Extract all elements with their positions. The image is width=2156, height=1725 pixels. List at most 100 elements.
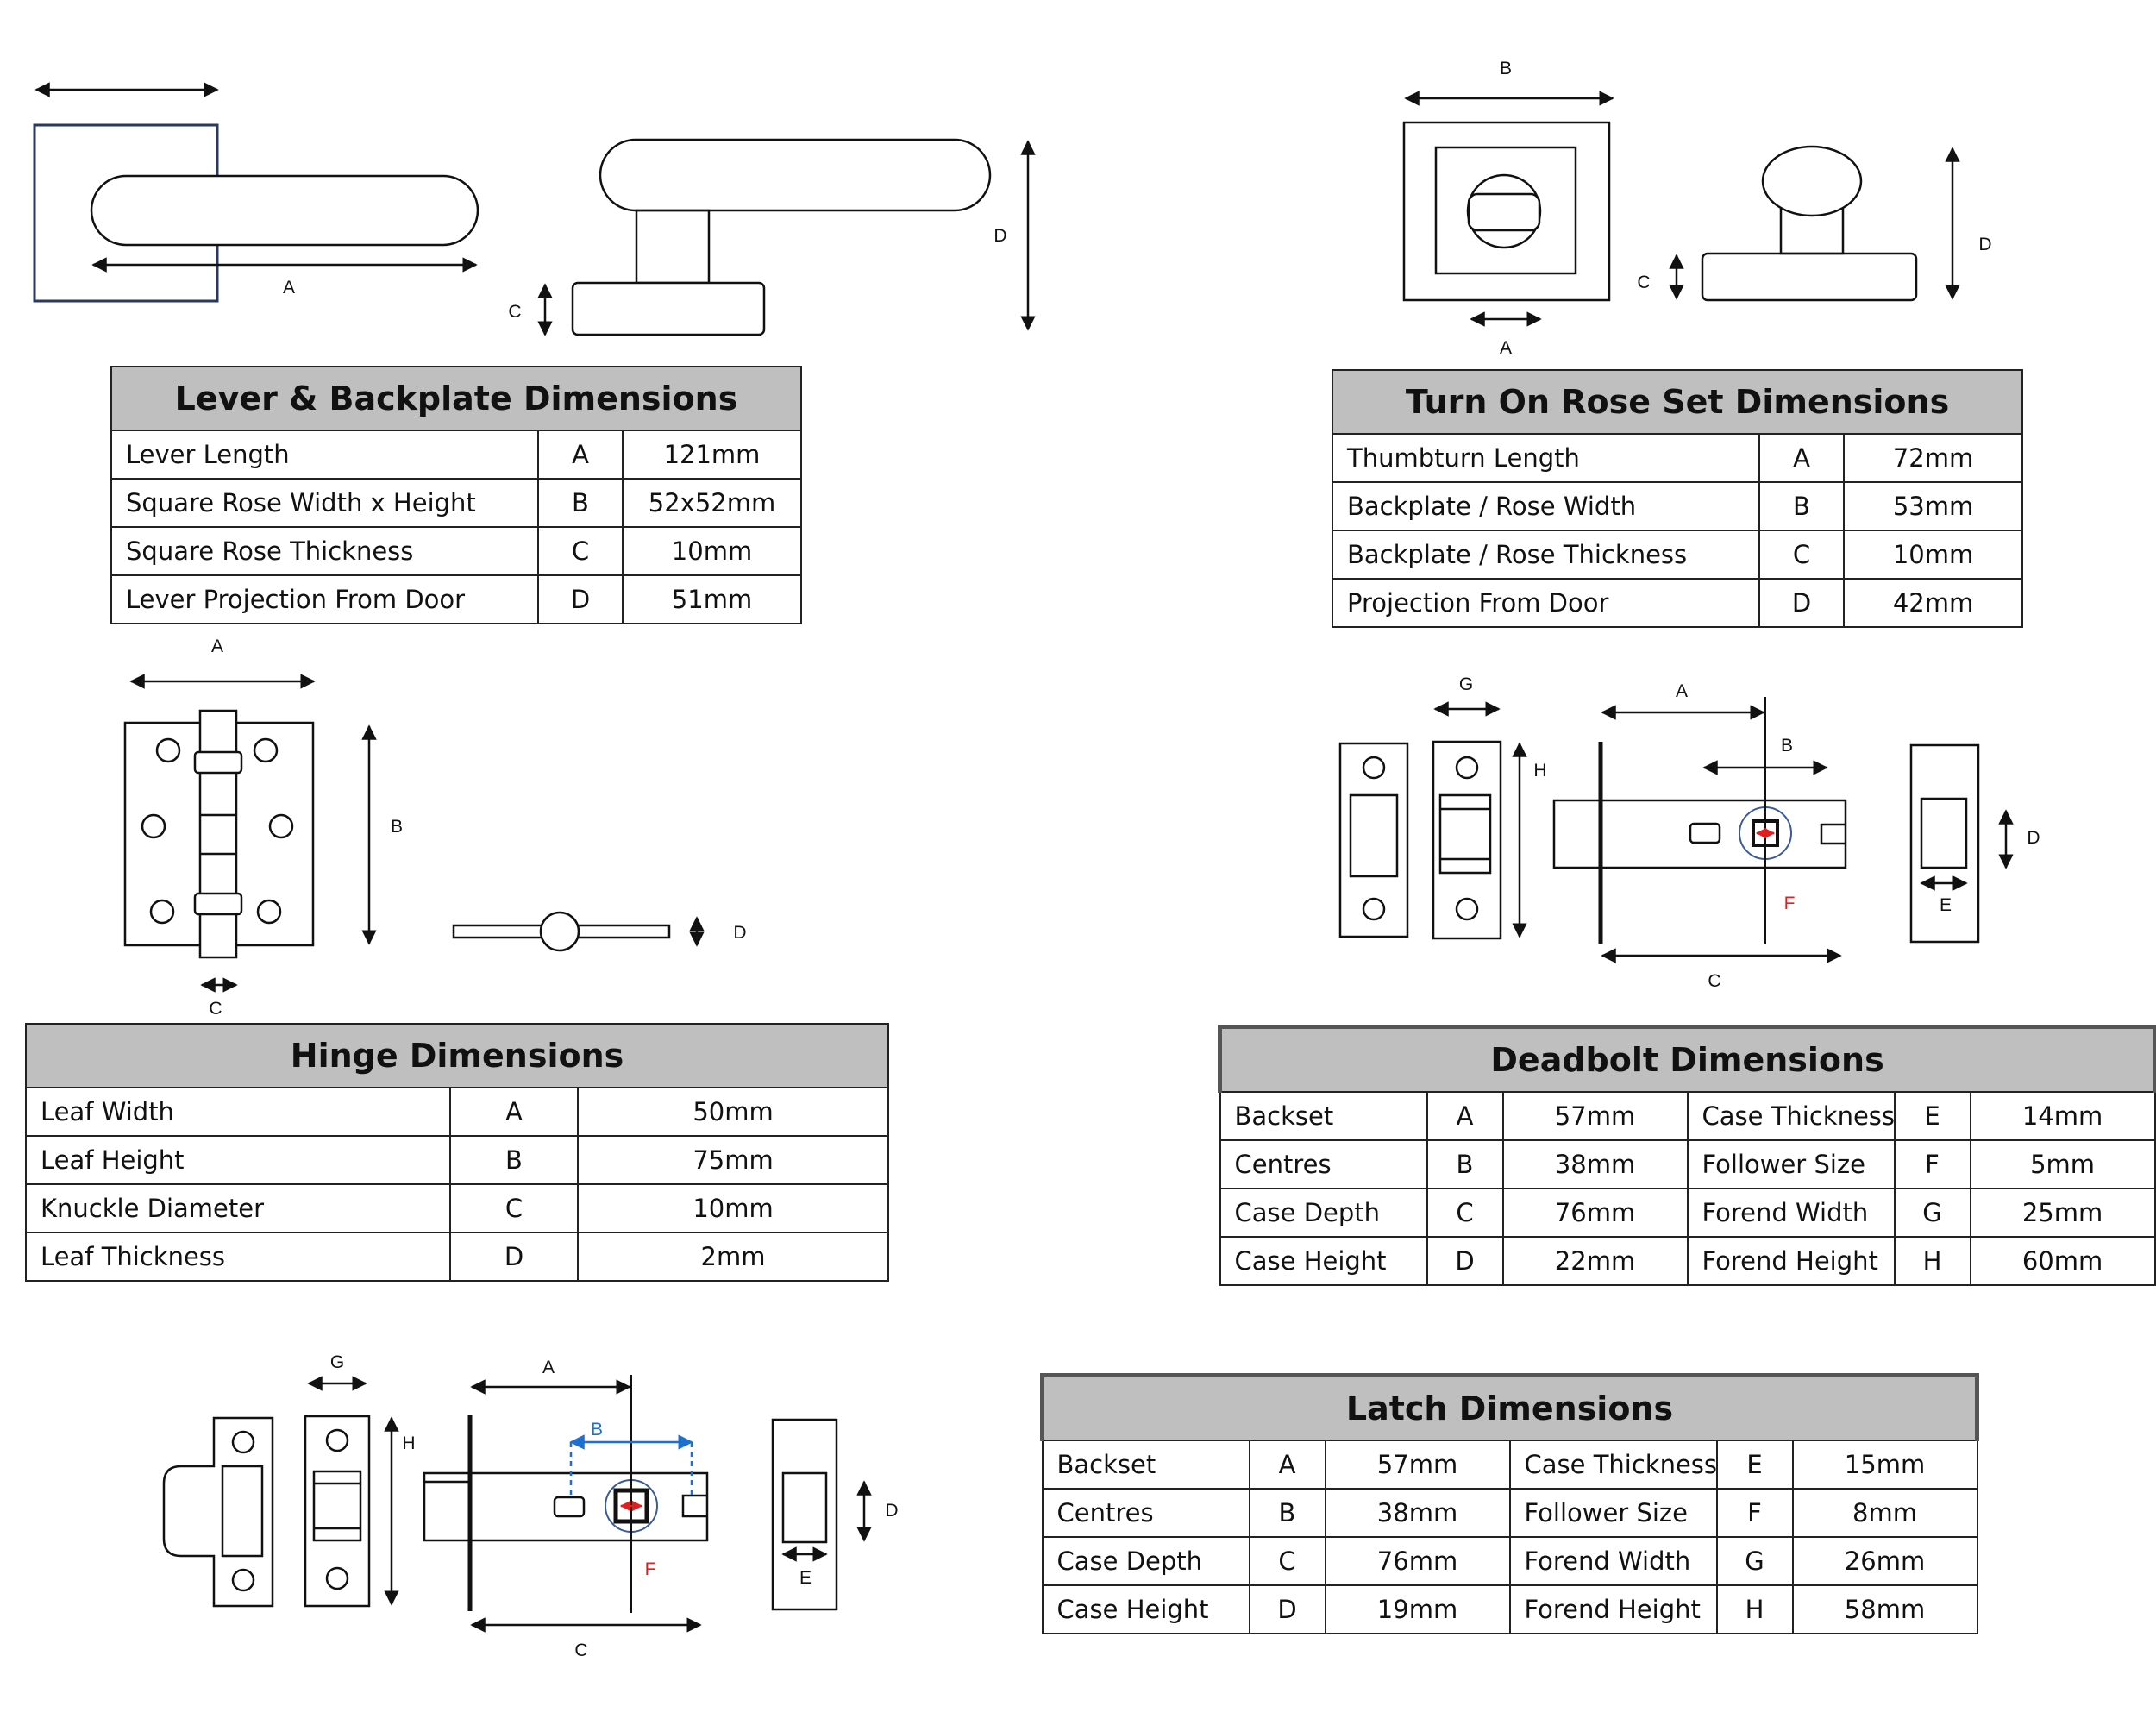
lever-neck [635,209,711,285]
deadbolt-label-c: C [1708,971,1720,991]
turn-rose-outer [1402,121,1611,302]
row-label: Case Thickness [1686,1091,1896,1141]
row-code: C [1426,1188,1504,1238]
deadbolt-label-b: B [1781,736,1793,756]
hinge-dimensions-table: Hinge Dimensions Leaf Width A 50mm Leaf … [24,1023,890,1282]
row-code: F [1715,1488,1794,1538]
latch-strike-plate [162,1416,274,1608]
latch-case-edge [771,1418,838,1611]
deadbolt-case-edge [1909,743,1980,944]
latch-case-notch [681,1494,707,1518]
row-label: Forend Height [1686,1236,1896,1286]
row-value: 52x52mm [622,478,802,528]
row-value: 75mm [576,1135,890,1185]
row-value: 2mm [576,1232,890,1282]
latch-centres-guide [569,1434,693,1499]
row-code: E [1893,1091,1971,1141]
hinge-label-b: B [391,817,403,837]
latch-label-h: H [402,1433,415,1453]
hinge-screw-hole [149,899,175,925]
row-code: A [1426,1091,1504,1141]
latch-table-title: Latch Dimensions [1040,1373,1979,1441]
hinge-ring-bottom [193,892,243,916]
row-value: 19mm [1324,1584,1511,1634]
lever-label-d: D [993,226,1006,246]
deadbolt-label-h: H [1533,761,1546,781]
table-row: Thumbturn Length A 72mm [1332,433,2024,483]
deadbolt-diagram [1338,697,2014,963]
row-label: Case Depth [1041,1536,1250,1586]
row-code: A [537,430,624,480]
row-value: 121mm [622,430,802,480]
row-value: 5mm [1969,1139,2156,1189]
turn-dimensions-table: Turn On Rose Set Dimensions Thumbturn Le… [1331,369,2024,628]
deadbolt-table-title: Deadbolt Dimensions [1217,1025,2156,1093]
deadbolt-strike-plate [1338,742,1409,938]
row-label: Forend Width [1508,1536,1718,1586]
row-label: Leaf Height [25,1135,451,1185]
deadbolt-case-notch [1820,823,1846,845]
deadbolt-case [1601,799,1847,869]
row-code: B [1248,1488,1326,1538]
hinge-screw-hole [155,737,181,763]
row-code: C [1248,1536,1326,1586]
row-value: 76mm [1324,1536,1511,1586]
latch-label-g: G [330,1352,344,1372]
row-code: C [1758,530,1845,580]
deadbolt-forend [1432,740,1502,940]
lever-handle-front [90,174,479,247]
table-row: Knuckle Diameter C 10mm [25,1183,890,1233]
row-value: 50mm [576,1087,890,1137]
deadbolt-dimensions-table: Deadbolt Dimensions Backset A 57mm Case … [1217,1025,2156,1286]
row-label: Leaf Thickness [25,1232,451,1282]
row-code: E [1715,1440,1794,1490]
row-label: Case Depth [1219,1188,1428,1238]
turn-label-b: B [1500,59,1512,78]
row-code: A [1758,433,1845,483]
row-label: Knuckle Diameter [25,1183,451,1233]
row-value: 25mm [1969,1188,2156,1238]
turn-knob-front [1467,192,1541,232]
table-row: Leaf Width A 50mm [25,1087,890,1137]
deadbolt-bolt [1552,799,1602,869]
turn-base-side [1701,252,1918,302]
table-row: Backplate / Rose Width B 53mm [1332,481,2024,531]
lever-dimensions-table: Lever & Backplate Dimensions Lever Lengt… [110,366,802,624]
deadbolt-label-g: G [1459,674,1473,694]
row-value: 58mm [1791,1584,1978,1634]
row-value: 22mm [1501,1236,1689,1286]
row-code: G [1893,1188,1971,1238]
turn-rose-inner [1434,146,1577,275]
row-value: 10mm [622,526,802,576]
table-row: Backplate / Rose Thickness C 10mm [1332,530,2024,580]
deadbolt-label-f: F [1784,894,1796,913]
row-code: H [1893,1236,1971,1286]
deadbolt-label-d: D [2027,828,2040,848]
row-code: B [1758,481,1845,531]
row-value: 10mm [576,1183,890,1233]
row-code: B [1426,1139,1504,1189]
hinge-screw-hole [253,737,279,763]
row-code: H [1715,1584,1794,1634]
table-row: Square Rose Width x Height B 52x52mm [110,478,802,528]
latch-label-f: F [645,1559,656,1579]
table-row: Case Height D 19mm Forend Height H 58mm [1041,1584,1978,1634]
row-label: Square Rose Thickness [110,526,539,576]
row-label: Case Height [1041,1584,1250,1634]
latch-label-a: A [542,1358,555,1377]
row-label: Thumbturn Length [1332,433,1760,483]
row-value: 10mm [1842,530,2024,580]
row-label: Case Height [1219,1236,1428,1286]
hinge-knuckle [198,709,238,959]
row-value: 15mm [1791,1440,1978,1490]
row-value: 14mm [1969,1091,2156,1141]
lever-rose-side [571,281,766,336]
table-row: Case Height D 22mm Forend Height H 60mm [1219,1236,2156,1286]
row-label: Centres [1219,1139,1428,1189]
row-label: Forend Height [1508,1584,1718,1634]
hinge-screw-hole [256,899,282,925]
latch-diagram [162,1375,872,1633]
row-code: A [1248,1440,1326,1490]
row-value: 51mm [622,574,802,624]
turn-label-c: C [1637,273,1650,292]
